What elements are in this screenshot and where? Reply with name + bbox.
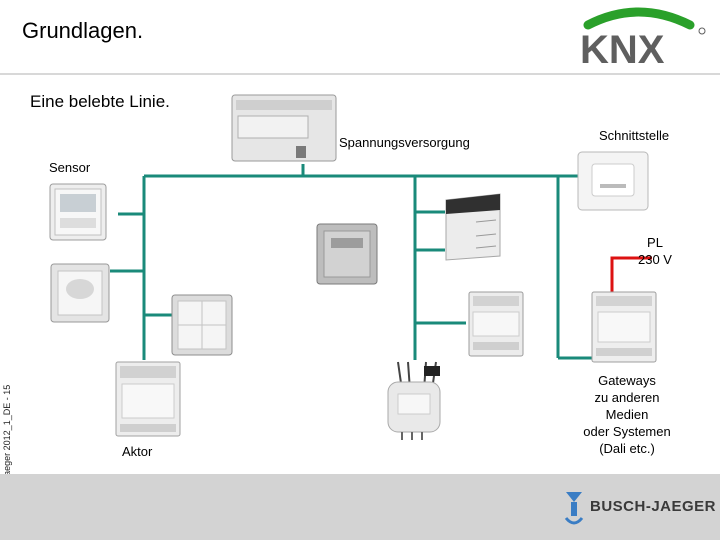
power-supply-label: Spannungsversorgung [339, 135, 470, 150]
header-divider [0, 73, 720, 75]
power-line-label: PL 230 V [630, 234, 680, 268]
diagram-subtitle: Eine belebte Linie. [30, 92, 170, 111]
power-supply-device [231, 94, 337, 162]
gateways-label-line: Gateways [598, 373, 656, 388]
header-bar [0, 0, 720, 72]
footer-bar [0, 474, 720, 540]
bus-lines [110, 164, 608, 360]
gateway-device [591, 291, 657, 363]
room-control-device [316, 223, 378, 285]
thermostat-sensor-device [49, 183, 107, 241]
actuator-device [115, 361, 181, 437]
gateways-label-line: oder Systemen [583, 424, 671, 439]
flush-mounted-device [387, 361, 441, 440]
busch-jaeger-logo-icon [564, 492, 584, 525]
page-title: Grundlagen. [22, 18, 144, 43]
knx-logo-text: KNX [580, 28, 665, 67]
power-line-label-line1: PL [647, 235, 663, 250]
power-line-label-line2: 230 V [638, 252, 672, 267]
knx-logo: KNX [580, 7, 706, 67]
gateways-label-line: (Dali etc.) [599, 441, 655, 456]
interface-device [577, 151, 649, 211]
push-button-device [171, 294, 233, 356]
switch-actuator-device [468, 291, 524, 357]
gateways-label: Gateways zu anderen Medien oder Systemen… [570, 372, 684, 457]
sensor-label: Sensor [49, 160, 91, 175]
interface-label: Schnittstelle [599, 128, 670, 143]
gateways-label-line: zu anderen [594, 390, 660, 405]
actuator-label: Aktor [122, 444, 153, 459]
gateways-label-line: Medien [605, 407, 649, 422]
display-panel-device [445, 193, 501, 261]
motion-detector-device [50, 263, 110, 323]
footer-brand: BUSCH-JAEGER [590, 498, 717, 515]
